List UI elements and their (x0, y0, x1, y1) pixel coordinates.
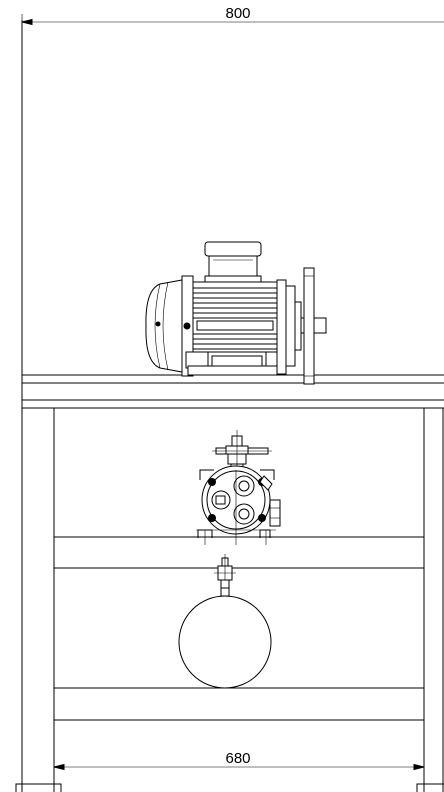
top-plate (21, 374, 444, 409)
dimension-label-800: 800 (225, 5, 250, 22)
dimension-800: 800 (21, 5, 444, 30)
pressure-tank (178, 554, 272, 689)
cooling-fins (193, 287, 277, 350)
electric-motor (145, 241, 327, 385)
dimension-label-680: 680 (225, 750, 250, 767)
pump-assembly (196, 430, 281, 545)
cross-beams (54, 536, 424, 721)
dimension-680: 680 (53, 750, 425, 771)
